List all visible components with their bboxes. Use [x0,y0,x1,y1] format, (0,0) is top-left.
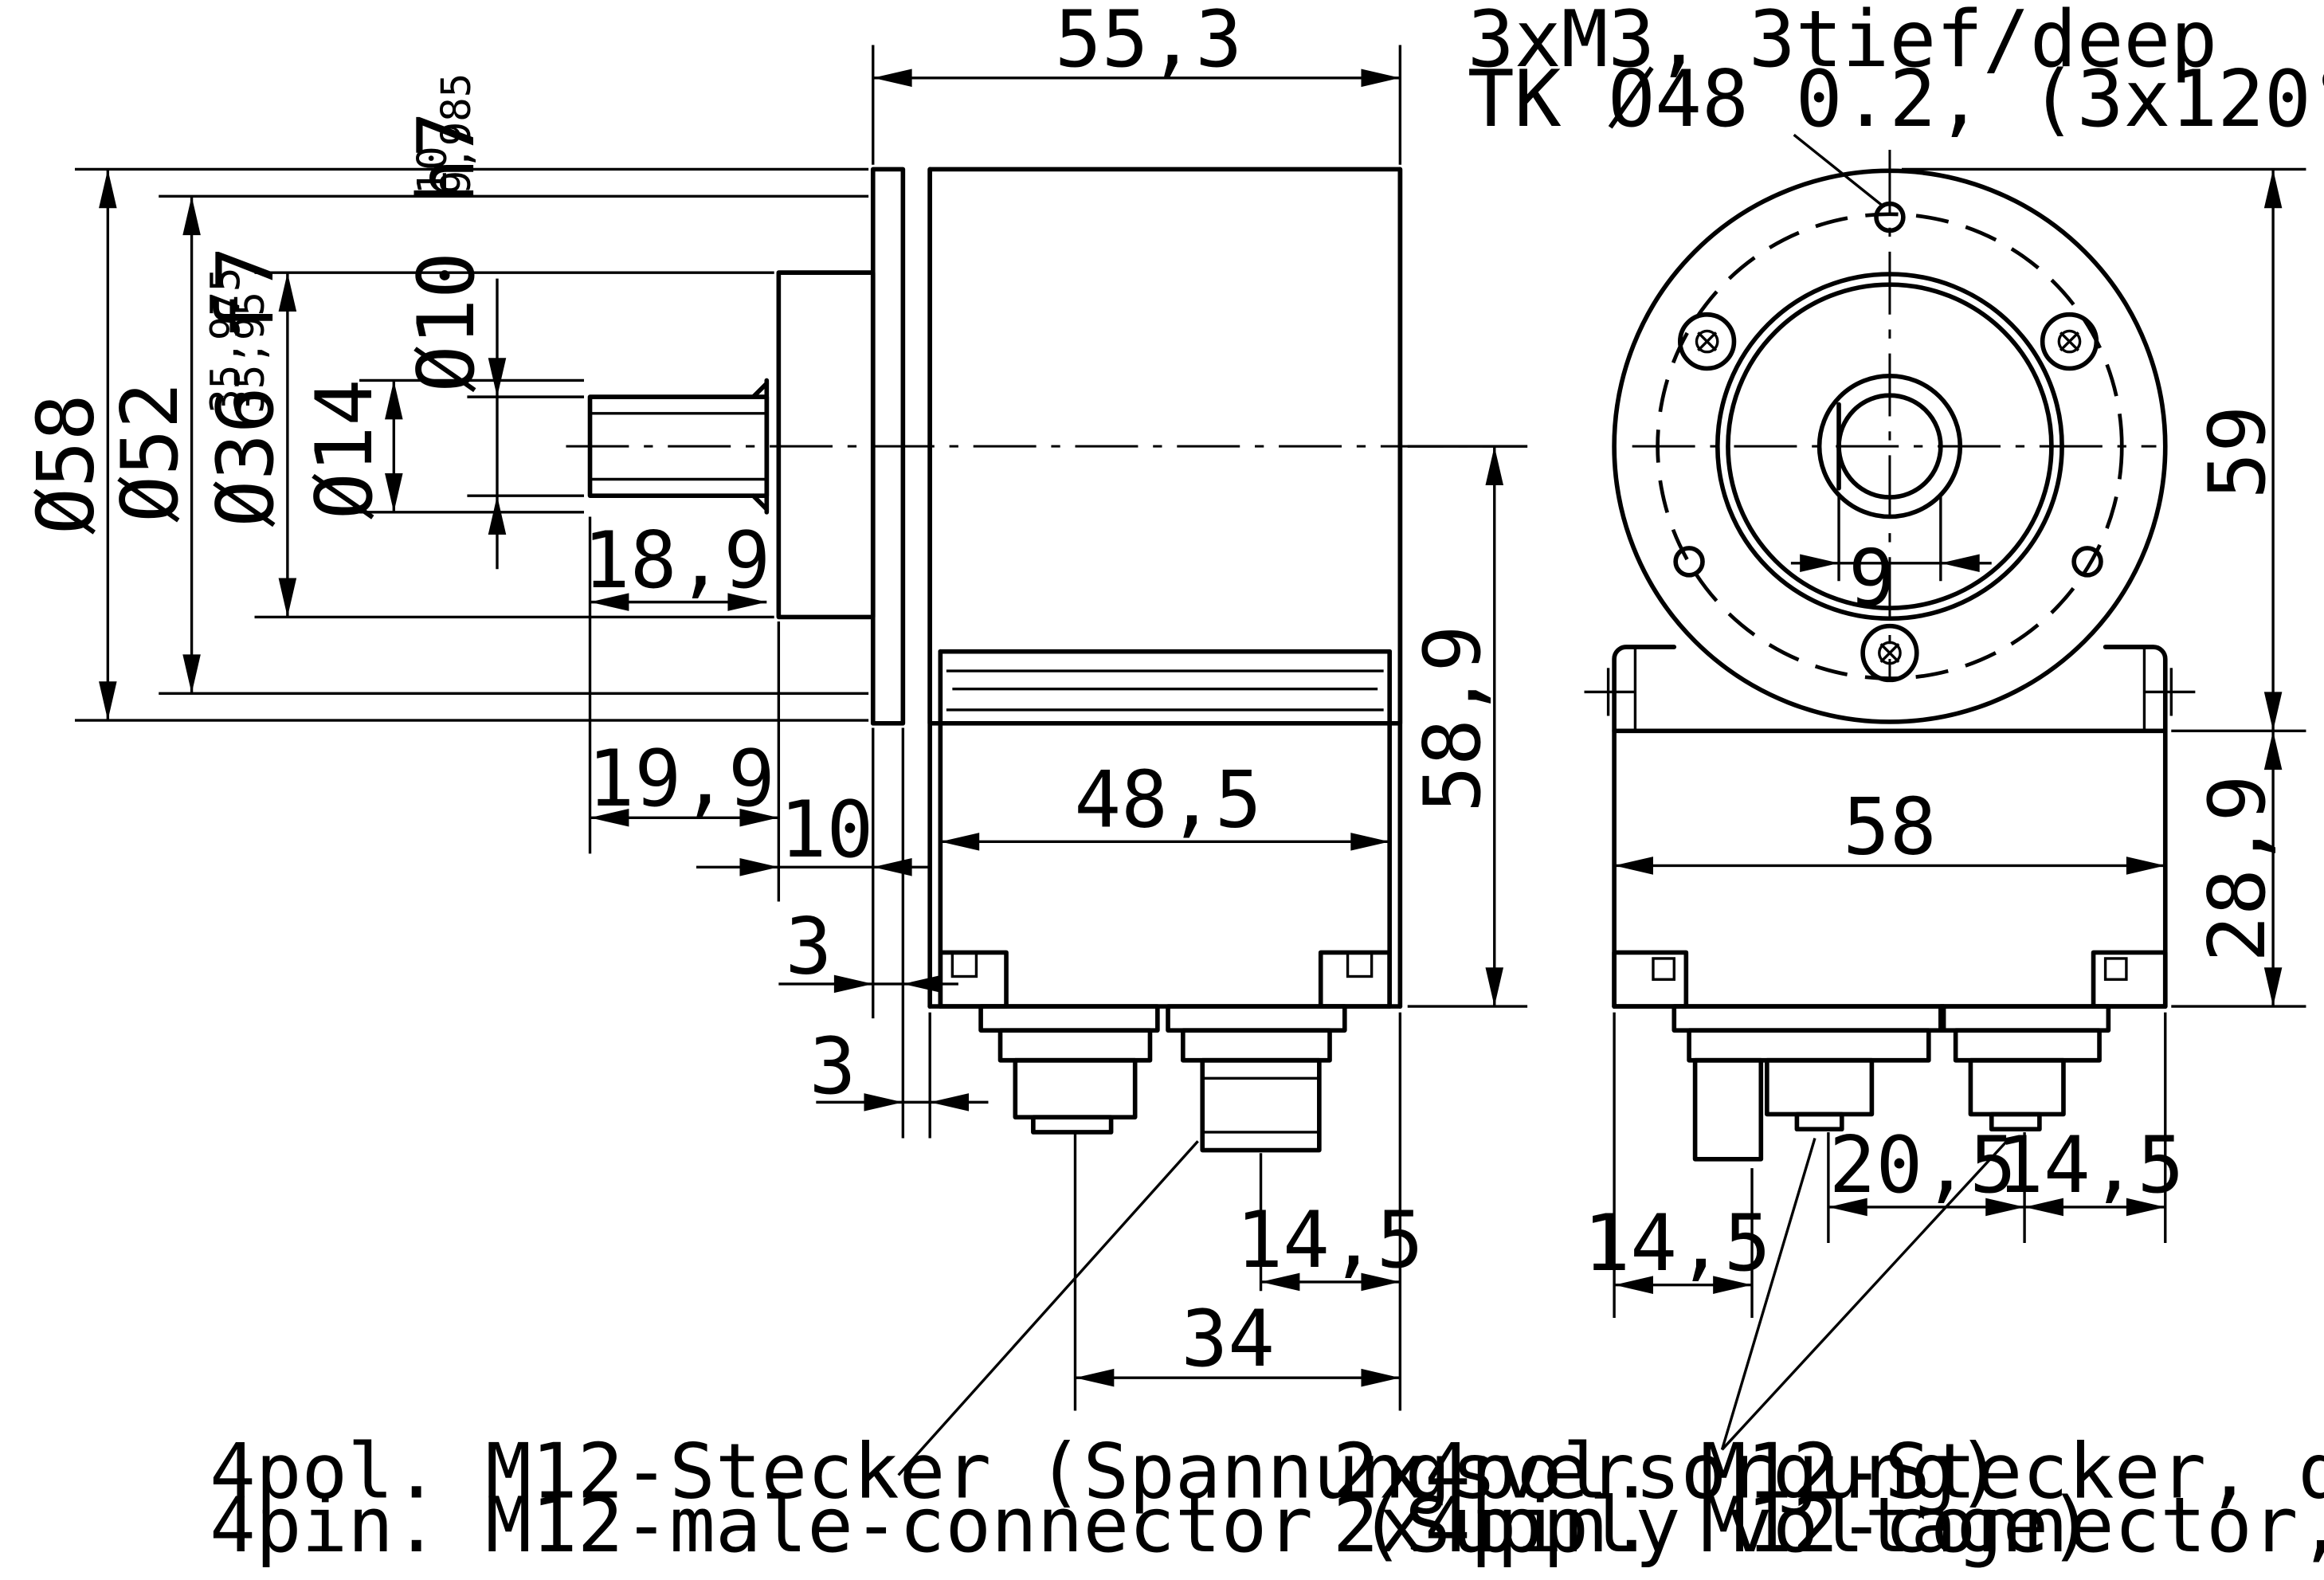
dim-18-9: 18,9 [583,516,770,606]
supply-connector-note-en: 4pin. M12-male-connector (Supply voltage… [210,1480,2095,1570]
dim-14-5-front-left: 14,5 [1583,1198,1770,1289]
thread-note: 3xM3, 3tief/deep [1468,0,2217,85]
dim-48-5: 48,5 [1074,755,1261,846]
side-view: 55,3 Ø58 Ø52 Ø36 f7 35,975 35,95 Ø14 Ø10… [22,0,1528,1411]
front-view: 3xM3, 3tief/deep TK Ø48 0.2, (3x120°) 9 … [1468,0,2324,1319]
dim-dia-36-tol-upper: 35,975 [202,268,249,414]
dim-dia-10: Ø10 h7 [402,111,492,392]
dim-dia-10-tol-upper: 10 [409,146,456,194]
dim-58-9: 58,9 [1408,625,1499,813]
dim-19-9: 19,9 [588,734,775,825]
dim-59: 59 [2193,406,2283,500]
supply-connector-note-de: 4pol. M12-Stecker (Spannungsversorgung) [210,1427,2002,1516]
dim-3-gap: 3 [809,1021,856,1112]
dim-14-5-front-right: 14,5 [1997,1120,2184,1211]
dim-55-3: 55,3 [1055,0,1242,85]
dim-dia-36-tol-lower: 35,95 [226,292,273,414]
dim-28-9: 28,9 [2193,775,2283,963]
bus-connector-note-de: 2x4pol. M12-Stecker, d-codiert (Buchse) [1333,1427,2324,1516]
dim-dia-14: Ø14 [300,379,390,520]
dim-dia-36: Ø36 f7 [201,246,292,527]
dim-34: 34 [1181,1294,1275,1385]
bus-connector-note-en: 2x4pin. M12-connector, d-coded (female) [1333,1480,2324,1570]
dim-20-5: 20,5 [1829,1120,2016,1211]
pitch-circle-note: TK Ø48 0.2, (3x120°) [1468,54,2324,145]
dim-58-front: 58 [1843,782,1937,872]
connector-notes: 4pol. M12-Stecker (Spannungsversorgung) … [210,1137,2324,1570]
dim-dia-58: Ø58 [22,394,112,535]
dim-9: 9 [1848,533,1895,624]
dim-dia-10-tol-lower: 9,985 [433,73,480,195]
dim-dia-52: Ø52 [105,382,196,523]
dim-14-5-side: 14,5 [1236,1195,1423,1286]
dim-3-flange: 3 [786,902,833,993]
dim-10: 10 [780,785,874,876]
